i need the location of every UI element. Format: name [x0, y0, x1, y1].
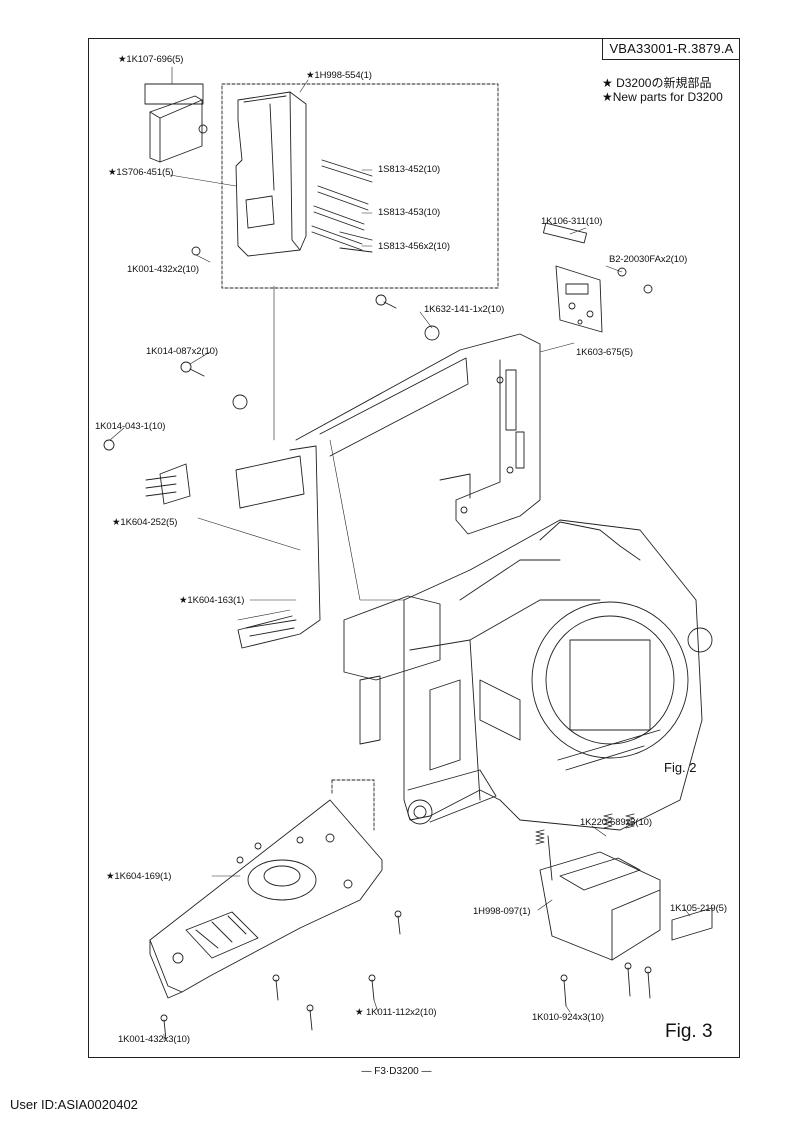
part-label: ★1K604-252(5) — [112, 517, 178, 528]
label-sheet-part — [671, 907, 713, 941]
mirror-box-assembly — [343, 519, 713, 831]
cover-plate-part — [149, 95, 203, 163]
screw-part — [375, 294, 387, 306]
contact-spring-parts — [311, 159, 373, 253]
label-sheet-part — [144, 83, 204, 105]
part-label: B2-20030FAx2(10) — [609, 254, 688, 265]
part-label: 1K632-141-1x2(10) — [424, 304, 505, 315]
bushing-part — [232, 394, 248, 410]
part-label: ★1K604-169(1) — [106, 871, 172, 882]
rubber-part — [542, 222, 588, 244]
part-label: 1K014-043-1(10) — [95, 421, 166, 432]
part-label: 1K106-311(10) — [541, 216, 603, 227]
flex-assembly-dashed-box — [221, 83, 499, 289]
part-label: 1K010-924x3(10) — [532, 1012, 604, 1023]
part-label: ★1S706-451(5) — [108, 167, 174, 178]
figure-label-fig3: Fig. 3 — [665, 1021, 713, 1042]
part-label: 1S813-452(10) — [378, 164, 441, 175]
screw-part — [180, 361, 192, 373]
part-label: 1K105-219(5) — [670, 903, 727, 914]
shutter-unit-part — [539, 835, 661, 961]
bushing-part — [424, 325, 440, 341]
part-label: ★1K107-696(5) — [118, 54, 184, 65]
screw-parts — [560, 962, 652, 1007]
mirror-box-bracket-part — [235, 333, 541, 649]
part-label: 1K603-675(5) — [576, 347, 633, 358]
screw-part — [103, 439, 115, 451]
bottom-plate-part — [149, 799, 383, 999]
new-parts-note-jp: ★ D3200の新規部品 — [602, 76, 712, 90]
spring-parts — [535, 813, 635, 845]
screw-parts — [160, 910, 402, 1041]
part-label: 1S813-453(10) — [378, 207, 441, 218]
small-bracket-part — [145, 463, 191, 505]
part-label: ★1H998-554(1) — [306, 70, 372, 81]
page-footer: — F3·D3200 — — [361, 1066, 432, 1077]
diagram-frame — [88, 38, 740, 1058]
bottom-plate-dashed-outline — [331, 779, 375, 831]
document-id-box: VBA33001-R.3879.A — [602, 38, 740, 60]
new-parts-note-en: ★New parts for D3200 — [602, 90, 723, 104]
leader-lines — [109, 66, 691, 1041]
screw-part — [191, 246, 201, 256]
part-label: ★1K604-163(1) — [179, 595, 245, 606]
part-label: 1H998-097(1) — [473, 906, 531, 917]
screw-part — [198, 124, 208, 134]
part-label: 1S813-456x2(10) — [378, 241, 450, 252]
screw-shaft — [383, 301, 397, 309]
flex-pcb-part — [235, 91, 307, 257]
part-label: 1K001-432x3(10) — [118, 1034, 190, 1045]
screw-part — [617, 267, 627, 277]
part-label: ★ 1K011-112x2(10) — [355, 1007, 437, 1018]
part-label: 1K220-689x3(10) — [580, 817, 652, 828]
part-label: 1K014-087x2(10) — [146, 346, 218, 357]
screw-shaft — [189, 368, 205, 377]
part-label: 1K001-432x2(10) — [127, 264, 199, 275]
figure-label-fig2: Fig. 2 — [664, 760, 697, 775]
screw-part — [643, 284, 653, 294]
sensor-plate-part — [555, 265, 603, 333]
user-id: User ID:ASIA0020402 — [10, 1097, 138, 1112]
